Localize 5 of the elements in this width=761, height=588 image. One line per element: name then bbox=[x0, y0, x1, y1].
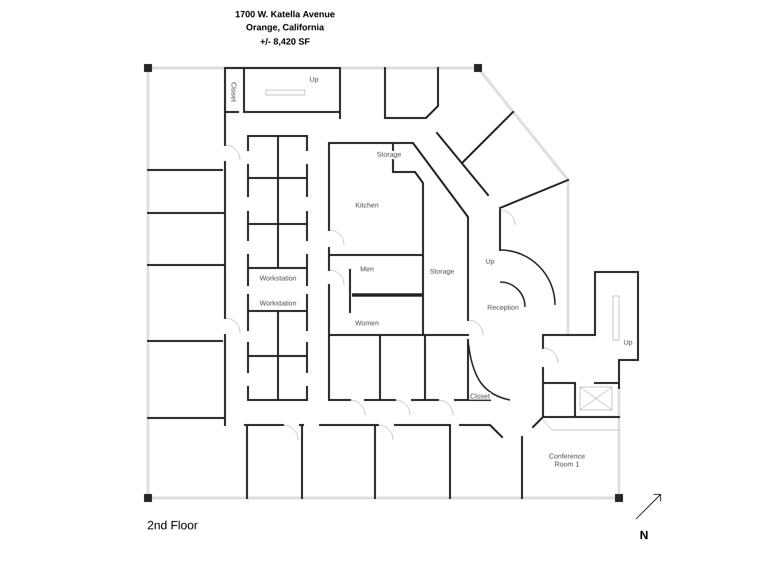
title: +/- 8,420 SF bbox=[260, 38, 310, 46]
caption: 2nd Floor bbox=[148, 520, 198, 530]
title: 1700 W. Katella Avenue bbox=[236, 10, 335, 18]
title: Orange, California bbox=[246, 24, 324, 32]
north-label: N bbox=[640, 530, 648, 540]
